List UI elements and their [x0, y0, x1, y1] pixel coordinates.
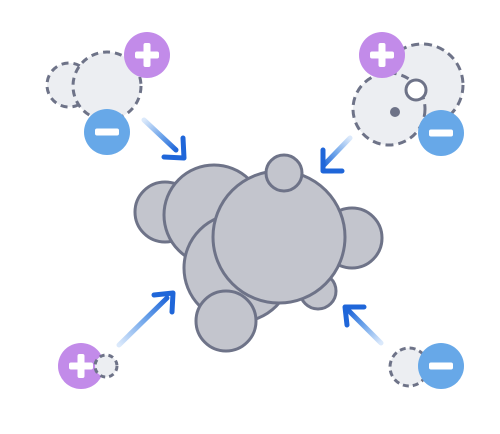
plus-icon	[58, 343, 104, 389]
hole-ring	[404, 78, 428, 102]
plus-icon	[359, 32, 405, 78]
atom-top-small	[264, 153, 304, 193]
minus-icon	[84, 109, 130, 155]
top-right-group	[320, 32, 465, 174]
center-molecule	[133, 153, 384, 353]
plus-icon	[124, 32, 170, 78]
small-dot	[390, 107, 400, 117]
bottom-right-group	[342, 304, 464, 389]
arrow-icon	[342, 304, 384, 346]
top-left-group	[45, 32, 187, 161]
bottom-left-group	[58, 290, 176, 389]
arrow-icon	[320, 135, 353, 174]
arrow-icon	[116, 290, 176, 348]
minus-icon	[418, 343, 464, 389]
atom-bottom	[194, 289, 258, 353]
minus-icon	[418, 110, 464, 156]
arrow-icon	[141, 117, 187, 161]
dashed-bubble-small	[93, 353, 119, 379]
